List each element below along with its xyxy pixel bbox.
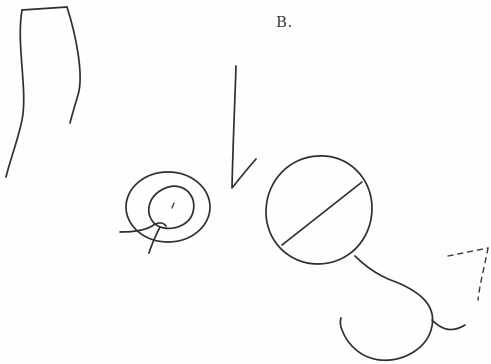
- circle-crossbar: [282, 182, 362, 245]
- hooked-tail-sign: [340, 256, 465, 360]
- vertical-stroke: [232, 66, 256, 188]
- spiral-tail-down: [149, 227, 160, 253]
- vertical-stroke-sign: [232, 66, 256, 188]
- spiral-outer-ring: [126, 172, 210, 242]
- arc-top-cap: [22, 7, 67, 10]
- dashed-top-bar: [448, 248, 488, 256]
- dashed-stem: [478, 248, 488, 300]
- tail-loop: [340, 256, 432, 360]
- spiral-center-dot: [172, 203, 174, 208]
- arc-right-stroke: [67, 7, 80, 123]
- curved-arc-sign: [6, 7, 80, 177]
- concentric-spiral-sign: [120, 172, 210, 253]
- tail-hook: [432, 320, 465, 330]
- circle-outline: [266, 156, 372, 264]
- dashed-seven-sign: [448, 248, 488, 300]
- crossed-circle-sign: [266, 156, 372, 264]
- spiral-inner-ring: [149, 186, 194, 228]
- arc-left-stroke: [6, 10, 24, 177]
